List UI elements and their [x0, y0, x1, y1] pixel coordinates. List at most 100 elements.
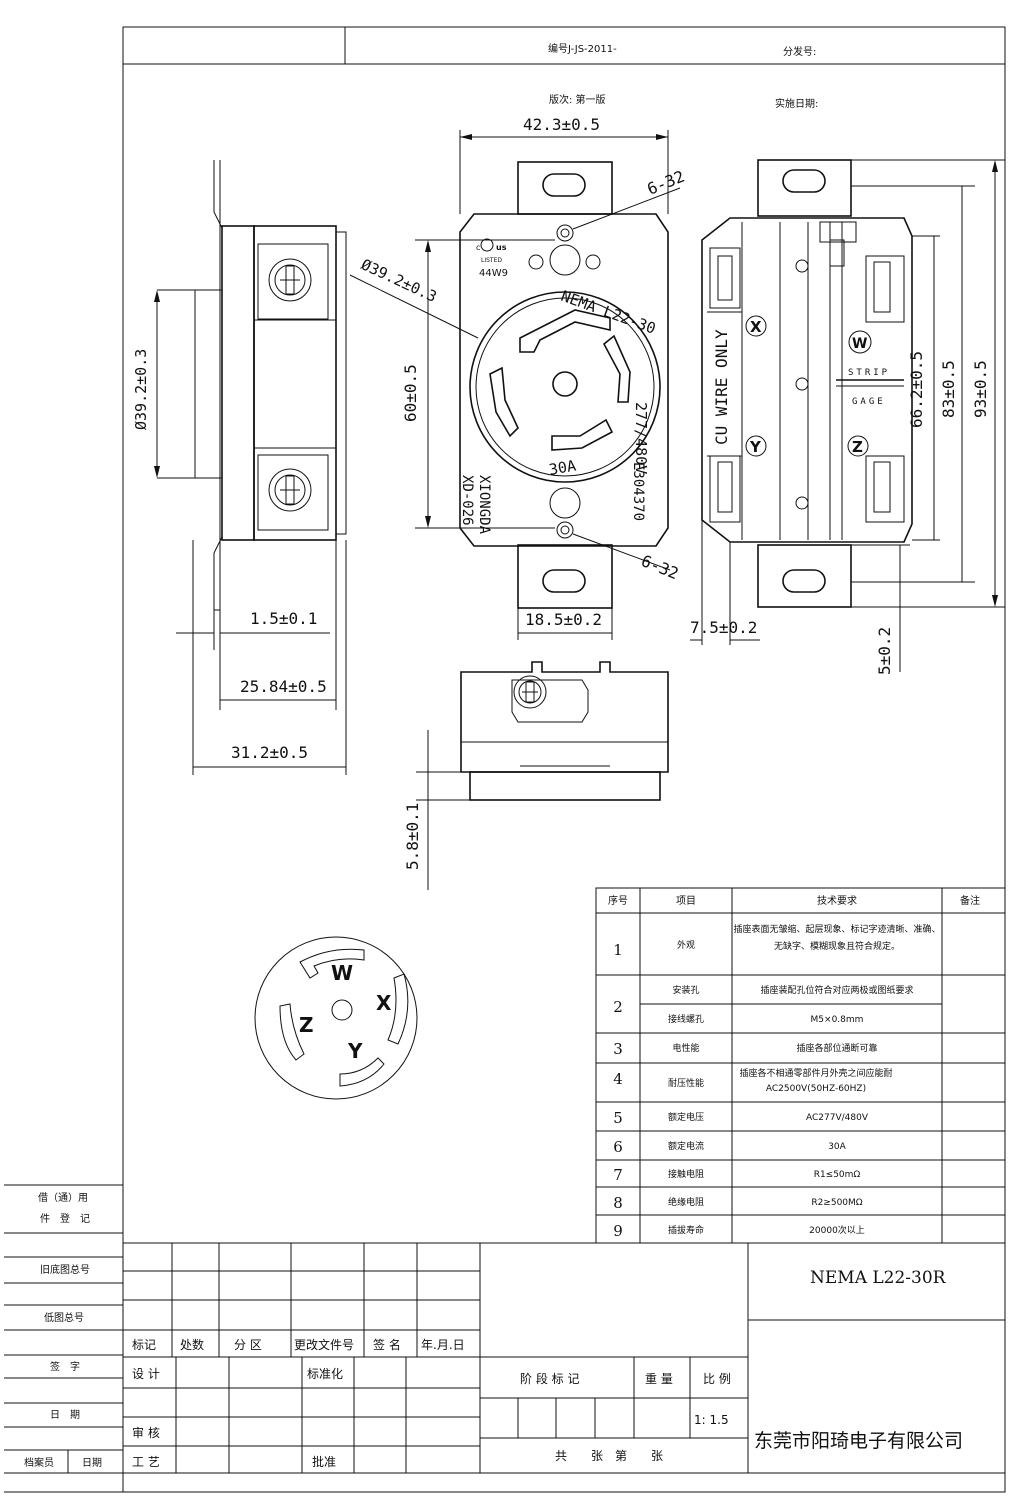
row3-item: 电性能 [672, 1042, 699, 1054]
margin-old-base: 旧底图总号 [40, 1263, 90, 1276]
doc-number: 编号J-JS-2011- [548, 42, 617, 55]
strip-label: STRIP [848, 368, 890, 378]
row1-req-line2: 无缺字、模糊现象且符合规定。 [774, 940, 900, 952]
row2-no: 2 [613, 998, 623, 1016]
back-left-dim: 7.5±0.2 [690, 618, 757, 637]
rev-mark: 标记 [132, 1338, 156, 1352]
back-height2-dim: 83±0.5 [939, 360, 958, 418]
title-block: 标记 处数 分 区 更改文件号 签 名 年.月.日 设 计 标准化 审 核 工 … [123, 1242, 1005, 1474]
ul-code: 44W9 [479, 268, 508, 279]
effective-date: 实施日期: [775, 97, 818, 110]
part-name: NEMA L22-30R [810, 1268, 947, 1288]
rev-count: 处数 [180, 1337, 204, 1352]
row2-item: 安装孔 [672, 984, 699, 996]
margin-archivist: 档案员 [24, 1456, 54, 1469]
bottom-depth-dim: 5.8±0.1 [403, 803, 422, 870]
pin-diagram: W X Y Z [254, 936, 418, 1100]
terminal-x: X [750, 318, 762, 336]
row9-item: 插拔寿命 [668, 1224, 704, 1236]
scale-value: 1: 1.5 [694, 1413, 729, 1427]
th-no: 序号 [608, 894, 628, 907]
design-label: 设 计 [132, 1367, 160, 1381]
row5-no: 5 [613, 1109, 623, 1127]
row1-item: 外观 [677, 939, 695, 951]
ul-us: us [496, 243, 507, 252]
front-height-dim: 60±0.5 [401, 364, 420, 422]
face-model: XD-026 [459, 475, 475, 526]
row4-req-line2: AC2500V(50HZ-60HZ) [766, 1084, 866, 1094]
th-item: 项目 [676, 895, 696, 907]
drawing-frame [4, 26, 1006, 1493]
stage-label: 阶 段 标 记 [520, 1371, 579, 1386]
terminal-z: Z [852, 438, 863, 456]
row4-item: 耐压性能 [668, 1077, 704, 1089]
row8-item: 绝缘电阻 [668, 1196, 704, 1208]
approve-label: 批准 [312, 1454, 336, 1469]
row6-no: 6 [613, 1138, 623, 1156]
row4-req-line1: 插座各不相通零部件月外壳之间应能耐 [739, 1067, 892, 1079]
pin-w: W [331, 961, 353, 985]
row9-req: 20000次以上 [809, 1224, 865, 1236]
th-remark: 备注 [960, 894, 980, 907]
side-depth2-dim: 31.2±0.5 [231, 743, 308, 762]
row3-no: 3 [613, 1040, 623, 1058]
pin-x: X [376, 991, 392, 1015]
row7-no: 7 [613, 1166, 623, 1184]
bottom-view: 5.8±0.1 [403, 661, 669, 890]
row2-req: 插座装配孔位符合对应两极或图纸要求 [760, 984, 913, 996]
face-maker: XIONGDA [476, 475, 492, 535]
row5-item: 额定电压 [668, 1111, 704, 1123]
face-voltage: 277/480V [632, 402, 650, 474]
row2b-item: 接线螺孔 [668, 1013, 704, 1025]
side-plate-dim: 1.5±0.1 [250, 609, 317, 628]
face-file-no: E304370 [630, 462, 646, 521]
distribution-number: 分发号: [783, 45, 816, 58]
row1-no: 1 [613, 941, 623, 959]
row9-no: 9 [613, 1222, 623, 1240]
rev-doc-no: 更改文件号 [294, 1337, 354, 1352]
terminal-w: W [852, 336, 867, 352]
rev-zone: 分 区 [234, 1338, 262, 1352]
side-diameter-dim: Ø39.2±0.3 [132, 349, 150, 430]
margin-register: 件 登 记 [40, 1212, 90, 1225]
row4-no: 4 [613, 1070, 623, 1088]
row5-req: AC277V/480V [806, 1113, 869, 1123]
back-height3-dim: 93±0.5 [971, 360, 990, 418]
front-bottom-width-dim: 18.5±0.2 [525, 610, 602, 629]
cu-wire-only: CU WIRE ONLY [712, 329, 731, 445]
row3-req: 插座各部位通断可靠 [796, 1042, 877, 1054]
back-height1-dim: 66.2±0.5 [907, 351, 926, 428]
rev-sign: 签 名 [373, 1337, 401, 1352]
back-bottom-dim: 5±0.2 [875, 627, 894, 675]
scale-label: 比 例 [703, 1372, 731, 1386]
ul-listed: LISTED [481, 257, 502, 264]
row7-item: 接触电阻 [668, 1168, 704, 1180]
edition: 版次: 第一版 [549, 93, 606, 106]
row2b-req: M5×0.8mm [811, 1015, 864, 1025]
rev-date: 年.月.日 [421, 1338, 465, 1352]
hole-bottom-dim: 6-32 [639, 551, 682, 583]
th-req: 技术要求 [817, 894, 857, 907]
front-width-dim: 42.3±0.5 [523, 115, 600, 134]
weight-label: 重 量 [645, 1372, 673, 1386]
margin-borrow: 借（通）用 [38, 1192, 88, 1204]
margin-sign: 签 字 [50, 1360, 80, 1373]
margin-arch-date: 日期 [82, 1457, 102, 1469]
pin-y: Y [347, 1039, 363, 1063]
ul-c: c [476, 243, 480, 252]
row1-req-line1: 插座表面无皱缩、起层现象、标记字迹清晰、准确、 [733, 923, 940, 935]
row6-req: 30A [828, 1142, 846, 1152]
terminal-y: Y [749, 438, 762, 456]
row6-item: 额定电流 [668, 1140, 704, 1152]
pin-z: Z [299, 1013, 314, 1037]
front-view: NEMA L22-30 277/480V 30A XIONGDA XD-026 … [349, 115, 687, 640]
left-margin: 借（通）用 件 登 记 旧底图总号 低图总号 签 字 日 期 档案员 日期 [4, 1184, 123, 1474]
side-depth1-dim: 25.84±0.5 [240, 677, 327, 696]
side-view: Ø39.2±0.3 1.5±0.1 25.84±0.5 31.2±0.5 [132, 160, 347, 775]
company-name: 东莞市阳琦电子有限公司 [754, 1430, 963, 1452]
header: 编号J-JS-2011- 分发号: 版次: 第一版 实施日期: [548, 42, 818, 110]
row8-req: R2≥500MΩ [811, 1198, 862, 1208]
row8-no: 8 [613, 1194, 623, 1212]
gage-label: GAGE [852, 397, 886, 407]
row7-req: R1≤50mΩ [814, 1170, 861, 1180]
